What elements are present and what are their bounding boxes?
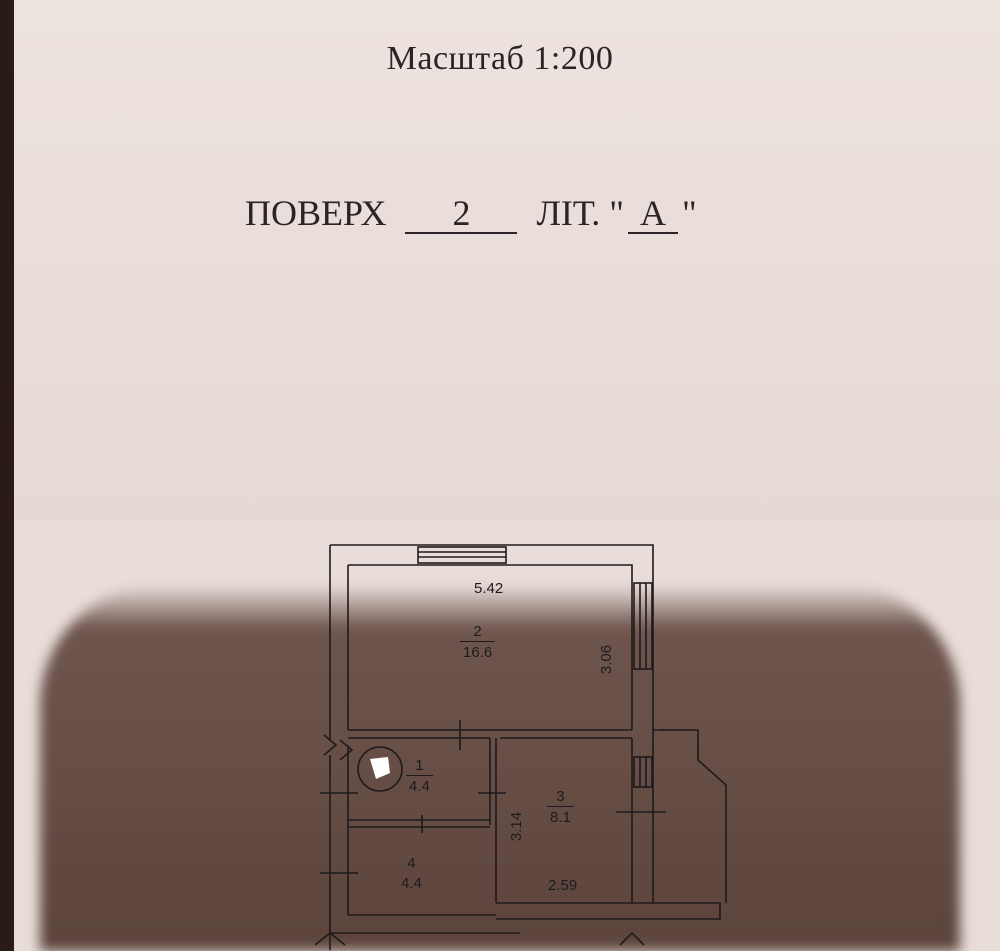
room-2-label: 2 16.6 [460,623,496,661]
room-3-number: 3 [556,788,565,805]
room-1-area: 4.4 [406,775,433,795]
room-4-label: 4 4.4 [398,855,425,892]
dimension-room3-height: 3.14 [508,811,526,842]
room-3-area: 8.1 [547,806,574,826]
room-4-number: 4 [407,855,416,872]
scale-label: Масштаб 1:200 [386,40,614,77]
dimension-room2-height: 3.06 [598,644,616,675]
litera-close: " [681,193,697,233]
litera-label: ЛІТ. " [536,193,624,233]
floor-plan: 5.42 3.06 3.14 2.59 2 16.6 1 4.4 3 8.1 4… [310,535,750,951]
dimension-bottom-width: 2.59 [548,877,578,894]
room-1-label: 1 4.4 [406,757,433,795]
floor-number: 2 [405,194,518,234]
room-1-number: 1 [415,757,424,774]
room-2-number: 2 [473,623,482,640]
room-2-area: 16.6 [460,641,496,661]
room-4-area: 4.4 [401,875,422,892]
left-edge-shadow [0,0,14,951]
floor-plan-drawing [314,544,727,950]
dimension-top-width: 5.42 [474,580,504,597]
floor-header: ПОВЕРХ 2 ЛІТ. "А" [245,192,697,234]
paper-background [0,0,1000,520]
litera-value: А [627,194,678,234]
floor-label: ПОВЕРХ [245,193,387,233]
room-3-label: 3 8.1 [547,788,574,826]
shadow-area [40,585,960,951]
